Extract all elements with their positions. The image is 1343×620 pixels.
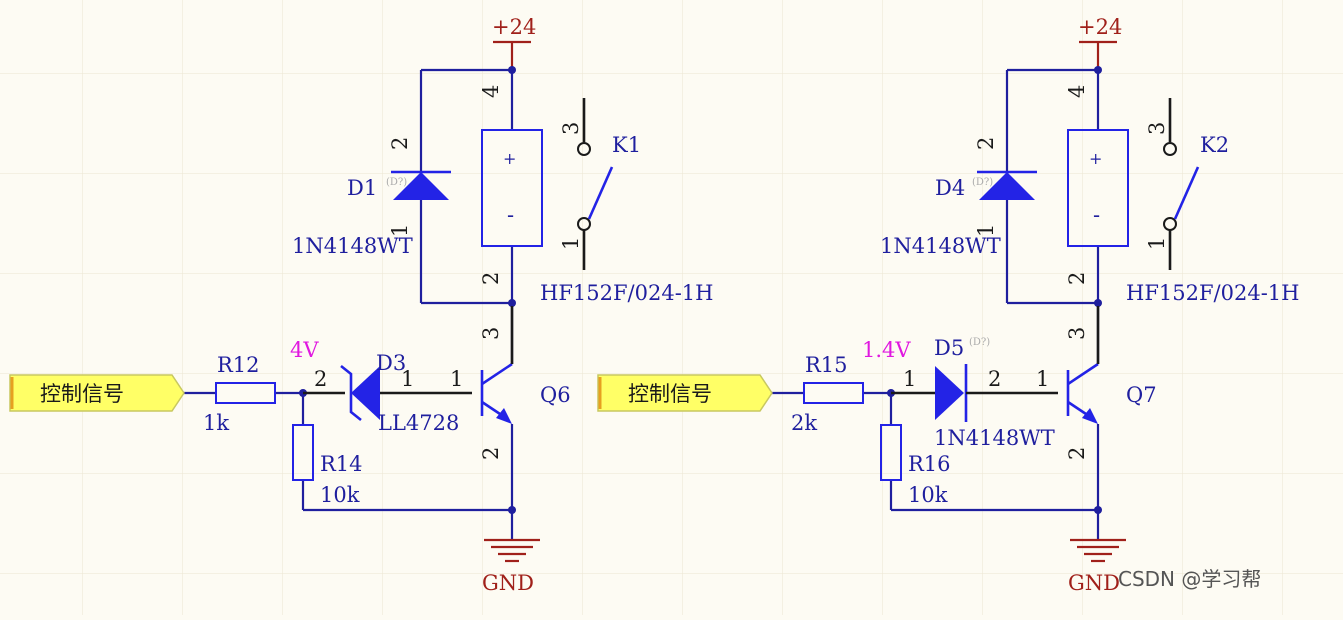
pin-number: 1 xyxy=(559,237,583,250)
power-label: +24 xyxy=(1078,15,1122,39)
zener-diode: 2 1 D3 LL4728 xyxy=(303,351,472,435)
flyback-diode: 2 1 D1 (D?) 1N4148WT xyxy=(292,137,451,258)
relay-switch: 3 1 K2 xyxy=(1145,98,1229,270)
relay-part: HF152F/024-1H xyxy=(1126,281,1299,305)
ground-symbol: GND xyxy=(482,538,540,595)
resistor-value: 10k xyxy=(908,483,948,507)
diode-designator: (D?) xyxy=(969,337,990,348)
junction-dot xyxy=(508,66,516,74)
transistor-name: Q7 xyxy=(1126,383,1157,407)
relay-plus: + xyxy=(1089,149,1102,168)
pin-number: 2 xyxy=(479,447,503,460)
pin-number: 1 xyxy=(903,367,916,391)
pin-number: 2 xyxy=(1065,272,1089,285)
voltage-label: 1.4V xyxy=(862,338,911,362)
pin-number: 3 xyxy=(479,327,503,340)
zener-name: D3 xyxy=(376,351,406,375)
ground-label: GND xyxy=(482,571,534,595)
junction-dot xyxy=(1094,506,1102,514)
pin-number: 2 xyxy=(314,367,327,391)
diode-part: 1N4148WT xyxy=(934,426,1055,450)
diode-name: D1 xyxy=(347,176,377,200)
resistor-series: R15 2k xyxy=(791,353,864,435)
pin-number: 3 xyxy=(1145,122,1169,135)
pin-number: 2 xyxy=(988,367,1001,391)
diode-designator: (D?) xyxy=(972,177,993,188)
zener-part: LL4728 xyxy=(378,411,459,435)
pin-number: 1 xyxy=(974,224,998,237)
junction-dot xyxy=(508,299,516,307)
npn-transistor: 1 3 2 Q7 xyxy=(1036,306,1157,460)
resistor-value: 1k xyxy=(203,411,229,435)
flyback-diode: 2 1 D4 (D?) 1N4148WT xyxy=(880,137,1037,258)
input-port: 控制信号 xyxy=(9,374,185,412)
pin-number: 2 xyxy=(1065,447,1089,460)
pin-number: 1 xyxy=(401,367,414,391)
pin-number: 2 xyxy=(479,272,503,285)
right-circuit: +24 + - 4 2 xyxy=(597,15,1299,595)
pin-number: 4 xyxy=(479,85,503,98)
input-port: 控制信号 xyxy=(597,374,773,412)
pin-number: 1 xyxy=(388,224,412,237)
power-symbol: +24 xyxy=(492,15,536,70)
relay-name: K1 xyxy=(612,133,641,157)
relay-coil: + - 4 2 xyxy=(1065,85,1129,285)
input-label: 控制信号 xyxy=(628,382,712,406)
pin-number: 1 xyxy=(1145,237,1169,250)
junction-dot xyxy=(1094,299,1102,307)
pin-number: 2 xyxy=(974,137,998,150)
series-diode: 1 2 D5 (D?) 1N4148WT xyxy=(891,336,1058,450)
npn-transistor: 1 3 2 Q6 xyxy=(450,306,571,460)
input-label: 控制信号 xyxy=(40,382,124,406)
junction-dot xyxy=(508,506,516,514)
junction-dot xyxy=(1094,66,1102,74)
diode-name: D5 xyxy=(934,336,964,360)
diode-part: 1N4148WT xyxy=(292,234,413,258)
diode-part: 1N4148WT xyxy=(880,234,1001,258)
resistor-name: R16 xyxy=(908,452,951,476)
diode-name: D4 xyxy=(935,176,965,200)
power-label: +24 xyxy=(492,15,536,39)
transistor-name: Q6 xyxy=(540,383,571,407)
pin-number: 2 xyxy=(388,137,412,150)
pin-number: 3 xyxy=(1065,327,1089,340)
relay-minus: - xyxy=(507,203,514,227)
voltage-label: 4V xyxy=(290,338,319,362)
resistor-name: R15 xyxy=(805,353,848,377)
relay-coil: + - 4 2 xyxy=(479,85,543,285)
relay-switch: 3 1 K1 xyxy=(559,98,641,270)
relay-plus: + xyxy=(503,149,516,168)
resistor-value: 2k xyxy=(791,411,817,435)
relay-minus: - xyxy=(1093,203,1100,227)
ground-symbol: GND xyxy=(1068,538,1126,595)
resistor-pulldown: R16 10k xyxy=(880,424,951,507)
watermark: CSDN @学习帮 xyxy=(1118,567,1261,591)
ground-label: GND xyxy=(1068,571,1120,595)
pin-number: 4 xyxy=(1065,85,1089,98)
resistor-series: R12 1k xyxy=(203,353,276,435)
resistor-value: 10k xyxy=(320,483,360,507)
resistor-pulldown: R14 10k xyxy=(292,424,363,507)
left-circuit: +24 + - 4 2 xyxy=(9,15,713,595)
pin-number: 1 xyxy=(450,367,463,391)
relay-part: HF152F/024-1H xyxy=(540,281,713,305)
resistor-name: R14 xyxy=(320,452,363,476)
power-symbol: +24 xyxy=(1078,15,1122,70)
diode-designator: (D?) xyxy=(386,177,407,188)
relay-name: K2 xyxy=(1200,133,1229,157)
resistor-name: R12 xyxy=(217,353,260,377)
pin-number: 3 xyxy=(559,122,583,135)
pin-number: 1 xyxy=(1036,367,1049,391)
